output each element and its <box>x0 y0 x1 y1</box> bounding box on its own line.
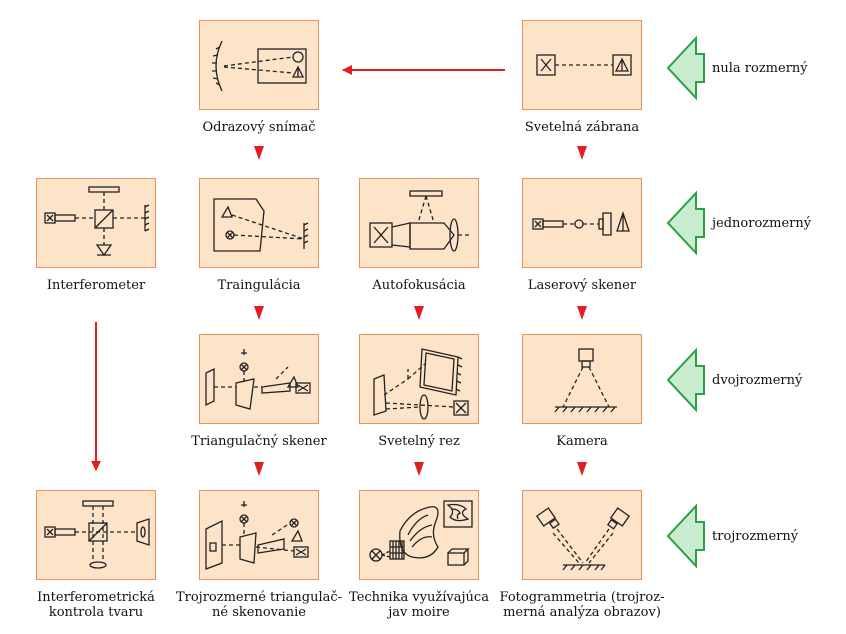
node-interferometricka-kontrola <box>36 490 156 580</box>
arrow-rez-to-moire <box>414 462 424 476</box>
label-fotogrammetria: Fotogrammetria (trojroz-merná analýza ob… <box>499 590 665 620</box>
arrow-laserovy-to-kamera <box>577 306 587 320</box>
label-traingulacia: Traingulácia <box>217 278 301 293</box>
interferometric-shape-control-icon <box>44 500 150 569</box>
arrow-autofokusacia-to-rez <box>414 306 424 320</box>
photogrammetry-icon <box>535 507 631 571</box>
label-triangulacny-skener: Triangulačný skener <box>191 434 327 449</box>
node-odrazovy-snimac <box>199 20 319 110</box>
row-label-3d: trojrozmerný <box>712 529 799 544</box>
triangulation-icon <box>213 198 309 252</box>
node-autofokusacia <box>359 178 479 268</box>
row-label-1d: jednorozmerný <box>712 216 812 231</box>
arrow-svetelna-to-laserovy <box>577 146 587 160</box>
label-svetelna-zabrana: Svetelná zábrana <box>524 120 640 135</box>
autofocus-icon <box>369 190 472 252</box>
label-autofokusacia: Autofokusácia <box>372 278 466 293</box>
node-triangulacny-skener <box>199 334 319 424</box>
label-interferometer: Interferometer <box>46 278 146 293</box>
row-arrow-0d-icon <box>666 36 705 100</box>
row-arrow-1d-icon <box>666 191 705 255</box>
node-svetelna-zabrana <box>522 20 642 110</box>
moire-technique-icon <box>369 500 473 566</box>
row-arrow-3d-icon <box>666 504 705 568</box>
label-trojrozmerne-skenovanie: Trojrozmerné triangulač-né skenovanie <box>175 590 343 620</box>
node-technika-moire <box>359 490 479 580</box>
node-fotogrammetria <box>522 490 642 580</box>
node-svetelny-rez <box>359 334 479 424</box>
label-kamera: Kamera <box>556 434 608 449</box>
reflector-sensor-icon <box>212 40 307 92</box>
label-odrazovy-snimac: Odrazový snímač <box>202 120 316 135</box>
triangulation-scanner-icon <box>205 349 311 410</box>
arrow-odrazovy-to-triangulacia <box>254 146 264 160</box>
node-kamera <box>522 334 642 424</box>
row-label-2d: dvojrozmerný <box>712 373 803 388</box>
row-arrow-2d-icon <box>666 348 705 412</box>
node-traingulacia <box>199 178 319 268</box>
interferometer-icon <box>44 186 150 257</box>
arrow-skener-to-trojrozmerne <box>254 462 264 476</box>
arrow-triangulacia-to-skener <box>254 306 264 320</box>
light-section-icon <box>373 348 469 420</box>
arrow-kamera-to-fotogrammetria <box>577 462 587 476</box>
laser-scanner-icon <box>532 210 630 236</box>
row-label-0d: nula rozmerný <box>712 61 808 76</box>
node-trojrozmerne-skenovanie <box>199 490 319 580</box>
camera-icon <box>554 348 617 413</box>
node-laserovy-skener <box>522 178 642 268</box>
3d-triangulation-scanning-icon <box>205 501 309 570</box>
light-barrier-icon <box>536 54 632 76</box>
label-svetelny-rez: Svetelný rez <box>378 434 460 449</box>
node-interferometer <box>36 178 156 268</box>
label-laserovy-skener: Laserový skener <box>527 278 637 293</box>
